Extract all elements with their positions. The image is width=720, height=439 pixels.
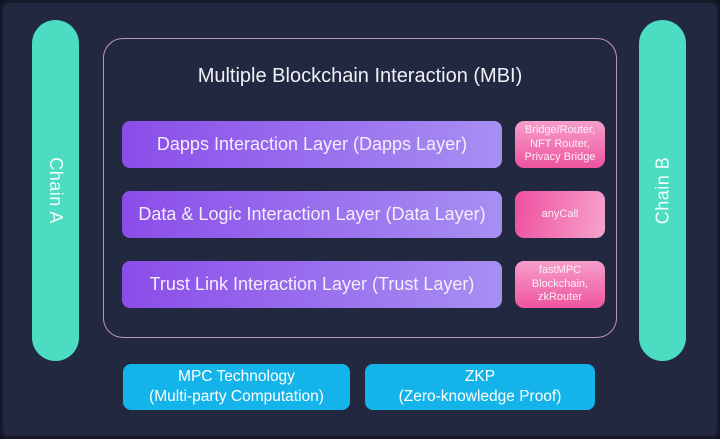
mbi-container: Multiple Blockchain Interaction (MBI) Da… [103,38,617,338]
zkp-technology-box: ZKP (Zero-knowledge Proof) [365,364,595,410]
dapps-layer-bar: Dapps Interaction Layer (Dapps Layer) [122,121,502,168]
trust-layer-badge: fastMPC Blockchain, zkRouter [515,261,605,308]
chain-a-label: Chain A [46,157,67,224]
chain-a-pill: Chain A [32,20,79,361]
mpc-technology-box: MPC Technology (Multi-party Computation) [123,364,350,410]
data-layer-bar: Data & Logic Interaction Layer (Data Lay… [122,191,502,238]
trust-layer-bar: Trust Link Interaction Layer (Trust Laye… [122,261,502,308]
chain-b-pill: Chain B [639,20,686,361]
dapps-layer-badge: Bridge/Router, NFT Router, Privacy Bridg… [515,121,605,168]
data-layer-badge: anyCall [515,191,605,238]
diagram-title: Multiple Blockchain Interaction (MBI) [197,65,523,87]
chain-b-label: Chain B [652,156,673,225]
